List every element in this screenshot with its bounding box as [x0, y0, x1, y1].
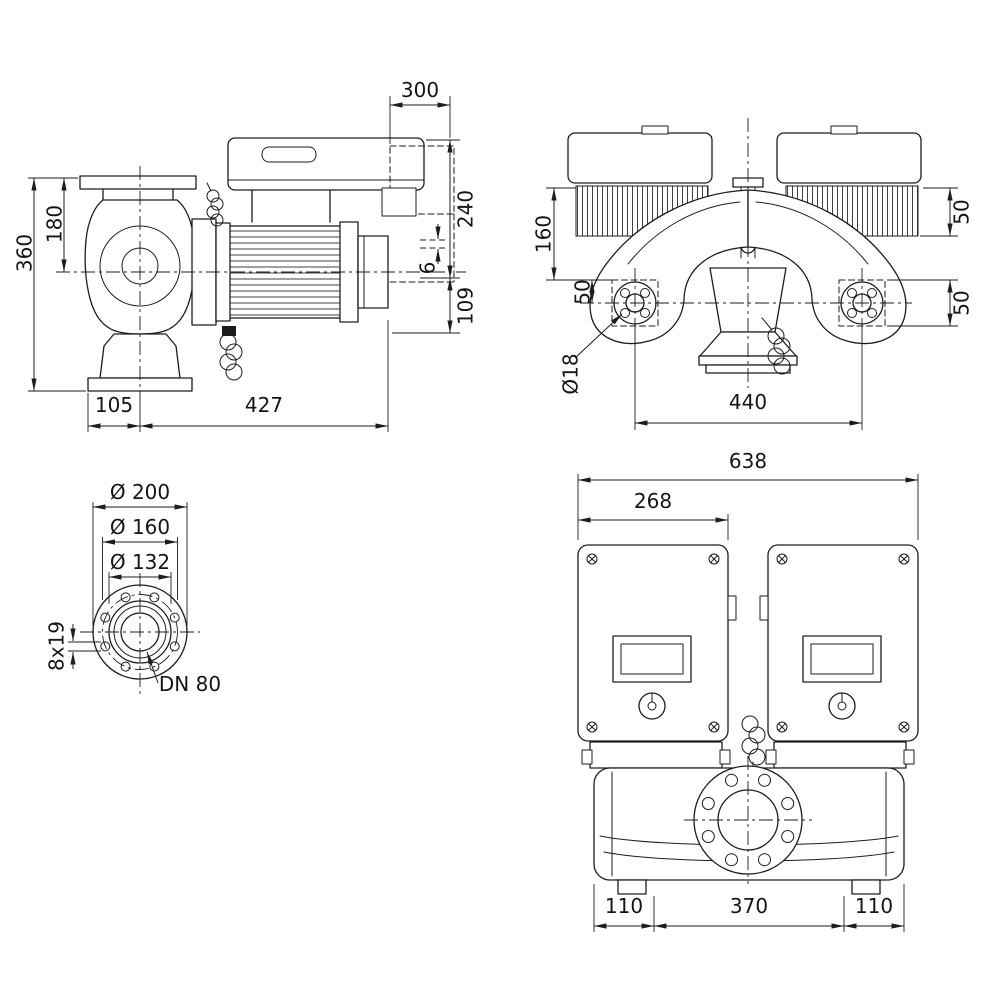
- dim-flange-200: Ø 200: [110, 480, 170, 504]
- dim-side-109: 109: [453, 287, 477, 325]
- dim-front-50-top: 50: [949, 199, 973, 224]
- module-top-left: [577, 544, 729, 742]
- suction-flange: [79, 175, 197, 190]
- dim-front-440: 440: [729, 390, 767, 414]
- module-display: [261, 146, 317, 163]
- view-side: 300 240 109 6 360 180 105 427: [12, 78, 477, 432]
- dim-flange-dn80: DN 80: [159, 672, 221, 696]
- dim-front-50-right: 50: [949, 290, 973, 315]
- coiled-cable-bottom: [219, 326, 243, 381]
- dim-side-180: 180: [42, 205, 66, 243]
- dim-front-160: 160: [531, 215, 555, 253]
- dim-top-268: 268: [634, 489, 672, 513]
- display-left: [612, 635, 692, 683]
- dim-flange-160: Ø 160: [110, 515, 170, 539]
- electronic-module: [227, 137, 425, 191]
- dim-side-427: 427: [245, 393, 283, 417]
- dim-side-6: 6: [415, 262, 439, 275]
- module-left: [567, 132, 713, 184]
- dim-side-360: 360: [12, 234, 36, 272]
- display-right: [802, 635, 882, 683]
- dim-side-105: 105: [95, 393, 133, 417]
- bolt-circle: [102, 594, 178, 670]
- coiled-cable-top: [206, 182, 224, 227]
- dim-flange-132: Ø 132: [110, 550, 170, 574]
- dim-top-638: 638: [729, 449, 767, 473]
- view-front: 160 50 Ø18 50 50 440: [531, 118, 973, 430]
- view-flange: Ø 200 Ø 160 Ø 132 8x19 DN 80: [44, 480, 221, 697]
- dim-side-240: 240: [453, 190, 477, 228]
- dim-front-o18: Ø18: [558, 353, 582, 394]
- coiled-cable-top-view: [741, 715, 766, 773]
- dim-front-50-left: 50: [570, 279, 594, 304]
- dim-top-370: 370: [730, 894, 768, 918]
- dim-top-110-left: 110: [605, 894, 643, 918]
- dim-side-300: 300: [401, 78, 439, 102]
- dim-top-110-right: 110: [855, 894, 893, 918]
- view-top: 638 268 110 370 110: [577, 449, 919, 932]
- coiled-cable-front: [761, 317, 791, 375]
- module-right: [776, 132, 922, 184]
- dim-flange-8x19: 8x19: [44, 621, 68, 671]
- module-top-right: [767, 544, 919, 742]
